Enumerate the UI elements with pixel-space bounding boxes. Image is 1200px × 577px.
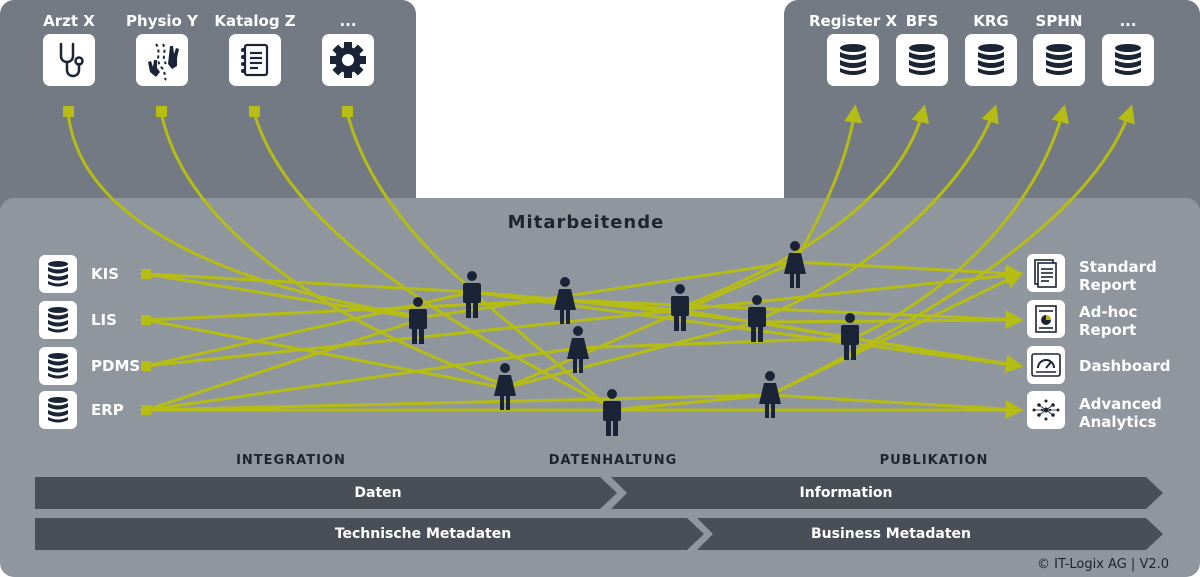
report-icon xyxy=(1027,254,1065,292)
notebook-icon xyxy=(229,34,281,86)
database-icon xyxy=(1102,34,1154,86)
output-label-dashboard: Dashboard xyxy=(1079,357,1170,375)
output-line1: Dashboard xyxy=(1079,357,1171,375)
band-business-metadaten xyxy=(697,518,1163,550)
band-label-technische-metadaten: Technische Metadaten xyxy=(334,526,512,542)
system-label-arzt: Arzt X xyxy=(43,12,95,30)
database-icon xyxy=(39,347,77,385)
database-icon xyxy=(39,391,77,429)
database-icon xyxy=(896,34,948,86)
system-label-physio: Physio Y xyxy=(126,12,198,30)
physio-icon xyxy=(136,34,188,86)
database-icon xyxy=(39,255,77,293)
phase-label-datenhaltung: DATENHALTUNG xyxy=(548,453,678,468)
system-label-register: Register X xyxy=(808,12,898,30)
source-label-erp: ERP xyxy=(91,401,124,419)
output-line1: Ad-hoc xyxy=(1079,303,1138,321)
output-line1: Advanced xyxy=(1079,395,1162,413)
output-label-standard-report: Standard Report xyxy=(1079,258,1157,294)
gear-icon xyxy=(322,34,374,86)
analytics-icon xyxy=(1027,391,1065,429)
source-label-pdms: PDMS xyxy=(91,357,141,375)
top-left-panel xyxy=(0,0,416,240)
system-label-more-left: ... xyxy=(339,12,357,30)
band-label-daten: Daten xyxy=(354,485,402,501)
band-label-business-metadaten: Business Metadaten xyxy=(811,526,971,542)
source-label-kis: KIS xyxy=(91,265,120,283)
system-label-sphn: SPHN xyxy=(1035,12,1083,30)
system-label-katalog: Katalog Z xyxy=(214,12,296,30)
system-label-bfs: BFS xyxy=(905,12,939,30)
phase-label-publikation: PUBLIKATION xyxy=(879,453,989,468)
diagram-title: Mitarbeitende xyxy=(507,212,665,233)
output-line1: Standard xyxy=(1079,258,1157,276)
output-label-adhoc-report: Ad-hoc Report xyxy=(1079,303,1137,339)
stethoscope-icon xyxy=(43,34,95,86)
system-label-krg: KRG xyxy=(973,12,1009,30)
output-line2: Report xyxy=(1079,321,1137,339)
adhoc-report-icon xyxy=(1027,300,1065,338)
output-line2: Report xyxy=(1079,276,1137,294)
database-icon xyxy=(965,34,1017,86)
band-label-information: Information xyxy=(799,485,893,501)
band-information xyxy=(611,477,1163,509)
output-line2: Analytics xyxy=(1079,413,1157,431)
copyright-text: © IT-Logix AG | V2.0 xyxy=(1037,557,1170,572)
dashboard-icon xyxy=(1027,346,1065,384)
source-label-lis: LIS xyxy=(91,311,117,329)
phase-label-integration: INTEGRATION xyxy=(236,453,346,468)
band-daten xyxy=(35,477,617,509)
database-icon xyxy=(1033,34,1085,86)
database-icon xyxy=(39,301,77,339)
band-technische-metadaten xyxy=(35,518,704,550)
output-label-advanced-analytics: Advanced Analytics xyxy=(1079,395,1162,431)
database-icon xyxy=(827,34,879,86)
system-label-more-right: ... xyxy=(1119,12,1137,30)
